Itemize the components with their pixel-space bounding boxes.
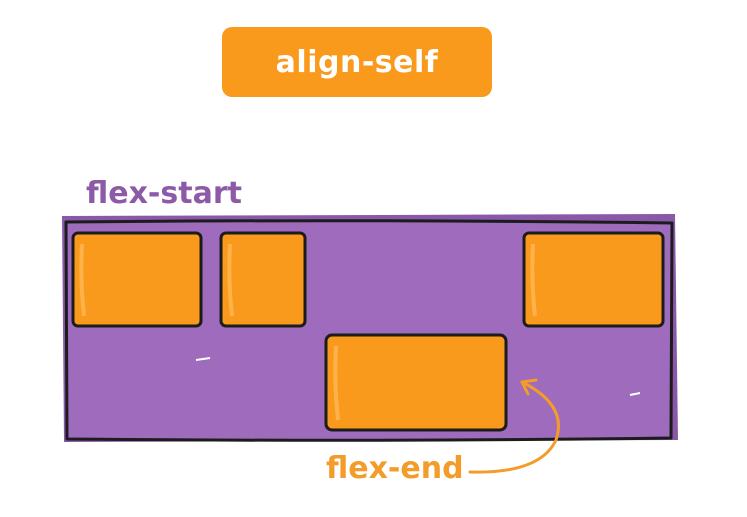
flex-item-3-flex-end (324, 333, 508, 432)
title-badge: align-self (222, 27, 492, 97)
flex-end-arrow (468, 378, 560, 474)
flex-start-label: flex-start (86, 176, 242, 211)
sketch-mark (195, 357, 211, 361)
flex-item-4 (522, 231, 665, 328)
flex-item-1 (71, 231, 203, 328)
flex-container (64, 219, 674, 442)
flex-end-label: flex-end (326, 451, 464, 486)
flex-item-2 (219, 231, 307, 328)
title-text: align-self (275, 44, 439, 80)
sketch-mark (629, 392, 641, 396)
